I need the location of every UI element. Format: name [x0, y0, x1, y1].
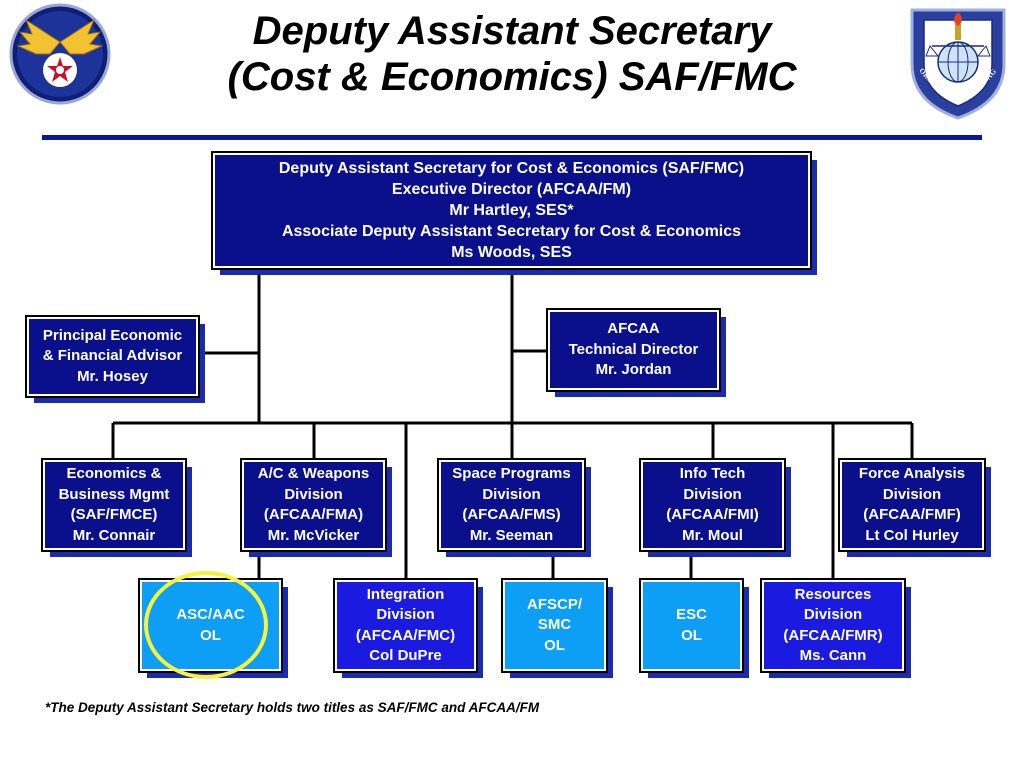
division-line: Mr. Connair — [72, 526, 156, 544]
technical-line1: AFCAA — [607, 320, 660, 338]
deputy-assistant-secretary-box: Deputy Assistant Secretary for Cost & Ec… — [211, 151, 812, 270]
top-box-line4: Associate Deputy Assistant Secretary for… — [281, 223, 742, 240]
division-line: Division — [284, 485, 343, 503]
top-box-line3: Mr Hartley, SES* — [449, 202, 574, 219]
top-box-line5: Ms Woods, SES — [451, 244, 572, 261]
title-divider — [42, 135, 982, 140]
ol-line: SMC — [537, 616, 572, 634]
division-line: Business Mgmt — [58, 485, 170, 503]
division-line: Division — [882, 485, 942, 503]
ol-box-afscp-smc: AFSCP/ SMC OL — [501, 578, 608, 673]
resources-line: Division — [803, 606, 863, 623]
division-line: (AFCAA/FMS) — [462, 506, 561, 523]
resources-division-box: Resources Division (AFCAA/FMR) Ms. Cann — [760, 578, 906, 673]
division-box-economics: Economics & Business Mgmt (SAF/FMCE) Mr.… — [41, 458, 187, 552]
division-line: Lt Col Hurley — [865, 526, 959, 544]
division-line: Space Programs — [452, 465, 571, 482]
integration-division-box: Integration Division (AFCAA/FMC) Col DuP… — [333, 578, 478, 673]
ol-line: ESC — [676, 606, 707, 623]
division-line: Economics & — [66, 465, 162, 482]
page-title-line2: (Cost & Economics) SAF/FMC — [227, 55, 797, 99]
division-line: (AFCAA/FMA) — [263, 506, 364, 523]
footnote: *The Deputy Assistant Secretary holds tw… — [45, 700, 540, 715]
ol-line: AFSCP/ — [526, 595, 582, 613]
integration-line: Division — [376, 606, 435, 623]
technical-line3: Mr. Jordan — [595, 361, 672, 379]
highlight-ring — [144, 571, 268, 679]
division-box-info-tech: Info Tech Division (AFCAA/FMI) Mr. Moul — [639, 458, 786, 552]
integration-line: Col DuPre — [369, 647, 442, 664]
page-title-line1: Deputy Assistant Secretary — [252, 9, 772, 53]
division-line: Division — [683, 485, 742, 503]
resources-line: Ms. Cann — [799, 647, 867, 664]
advisor-line1: Principal Economic — [42, 326, 183, 344]
principal-economic-advisor-box: Principal Economic & Financial Advisor M… — [25, 315, 200, 398]
ol-line: OL — [681, 626, 702, 644]
technical-line2: Technical Director — [568, 340, 699, 358]
division-box-force-analysis: Force Analysis Division (AFCAA/FMF) Lt C… — [838, 458, 986, 552]
division-line: Info Tech — [679, 465, 746, 482]
division-box-ac-weapons: A/C & Weapons Division (AFCAA/FMA) Mr. M… — [240, 458, 387, 552]
top-box-line1: Deputy Assistant Secretary for Cost & Ec… — [278, 160, 745, 177]
resources-line: Resources — [794, 585, 872, 603]
advisor-line3: Mr. Hosey — [77, 367, 148, 385]
division-line: (SAF/FMCE) — [70, 506, 158, 523]
division-line: (AFCAA/FMI) — [666, 506, 759, 523]
division-line: (AFCAA/FMF) — [863, 506, 961, 523]
division-line: Mr. Moul — [682, 526, 743, 544]
ol-box-esc: ESC OL — [639, 578, 744, 673]
resources-line: (AFCAA/FMR) — [783, 626, 883, 644]
integration-line: Integration — [366, 585, 445, 603]
division-line: Division — [482, 485, 541, 503]
integration-line: (AFCAA/FMC) — [355, 626, 456, 644]
top-box-line2: Executive Director (AFCAA/FM) — [391, 181, 632, 198]
technical-director-box: AFCAA Technical Director Mr. Jordan — [546, 308, 721, 392]
star-wings-emblem-icon — [9, 3, 111, 105]
division-line: A/C & Weapons — [257, 465, 370, 482]
division-box-space-programs: Space Programs Division (AFCAA/FMS) Mr. … — [437, 458, 586, 552]
division-line: Force Analysis — [858, 465, 966, 482]
division-line: Mr. Seeman — [469, 526, 554, 544]
division-line: Mr. McVicker — [267, 526, 360, 544]
advisor-line2: & Financial Advisor — [42, 347, 183, 365]
afcaa-shield-icon: AIR FORCE COST ANALYSIS AGENCY — [902, 2, 1006, 120]
ol-line: OL — [544, 636, 565, 654]
page-title: Deputy Assistant Secretary (Cost & Econo… — [0, 8, 1024, 100]
